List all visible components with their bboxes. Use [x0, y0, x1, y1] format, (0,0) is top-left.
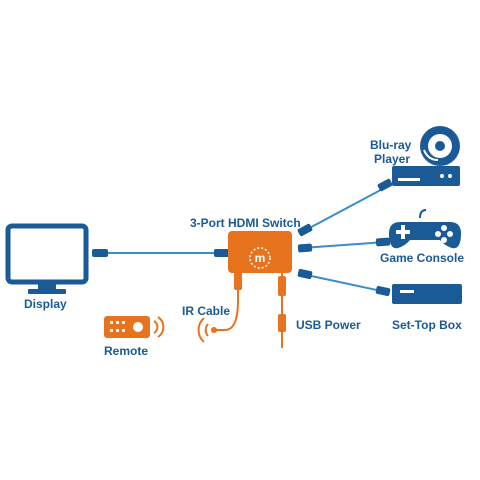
brand-logo-icon: m: [249, 247, 271, 269]
usb-power-cable: [278, 272, 286, 348]
usb-power-label: USB Power: [296, 318, 361, 332]
display-monitor-icon: [5, 223, 89, 294]
hdmi-cable-game-console: [297, 237, 391, 253]
hdmi-switch-box: m: [228, 231, 292, 273]
bluray-player-icon: [392, 126, 460, 186]
ir-cable-label: IR Cable: [182, 304, 231, 318]
remote-control-icon: [104, 316, 165, 338]
hdmi-cable-set-top-box: [297, 269, 391, 296]
switch-label: 3-Port HDMI Switch: [190, 216, 301, 230]
ir-signal-icon: [197, 317, 217, 343]
remote-label: Remote: [104, 344, 149, 358]
display-label: Display: [24, 297, 67, 311]
hdmi-cable-bluray: [297, 178, 393, 237]
game-console-label: Game Console: [380, 251, 465, 265]
ir-cable: [214, 270, 242, 331]
svg-text:m: m: [255, 251, 266, 265]
hdmi-cable-display: [92, 249, 230, 257]
set-top-box-icon: [392, 284, 462, 304]
bluray-label-line1: Blu-ray: [370, 138, 412, 152]
set-top-box-label: Set-Top Box: [392, 318, 462, 332]
bluray-label-line2: Player: [374, 152, 411, 166]
game-controller-icon: [388, 209, 462, 249]
